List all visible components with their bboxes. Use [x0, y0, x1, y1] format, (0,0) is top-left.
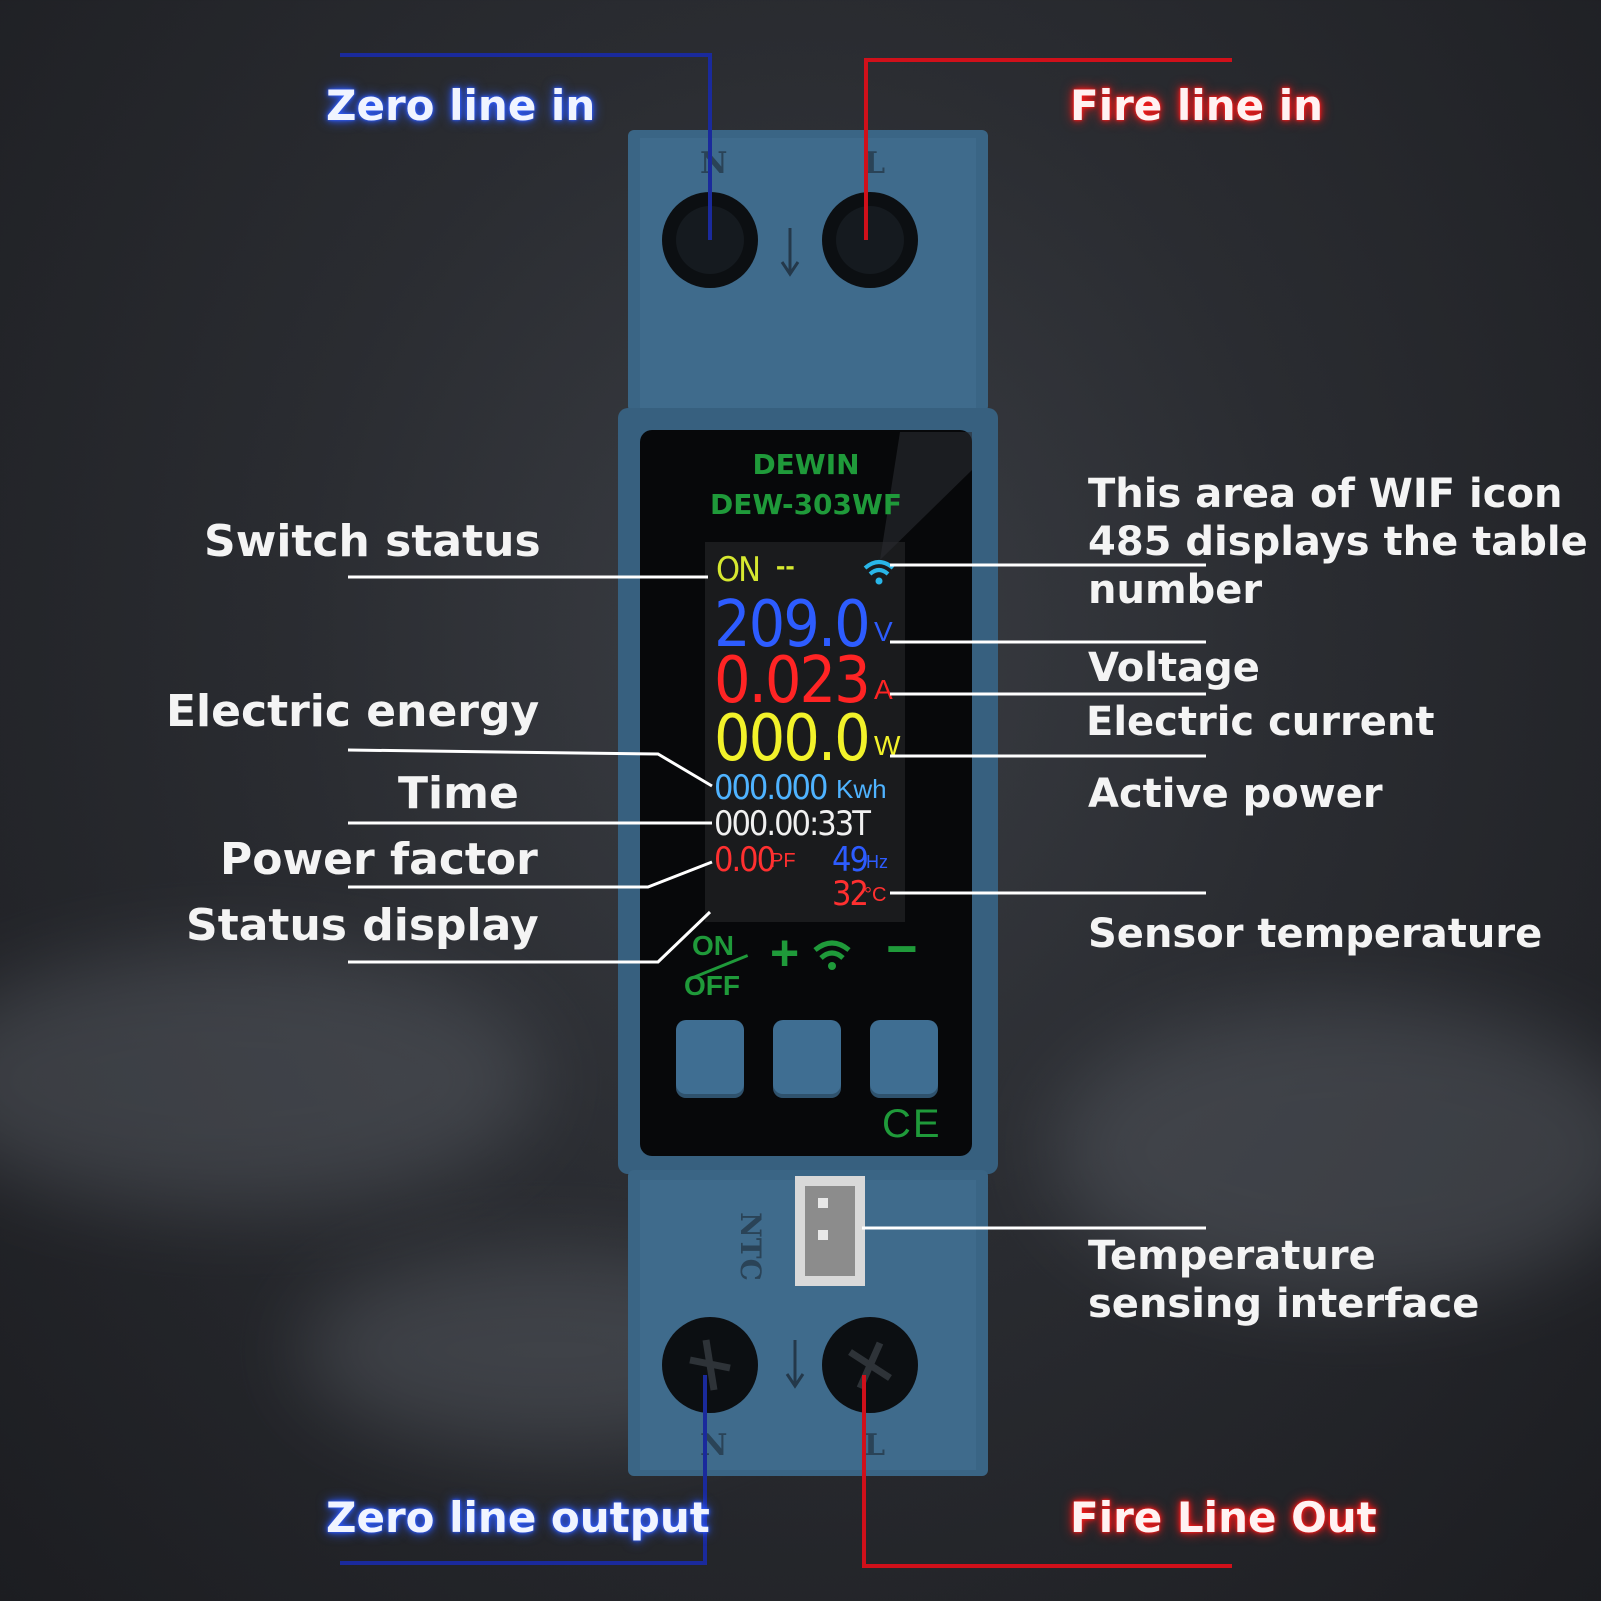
energy-value: 000.000: [714, 768, 828, 808]
model-number: DEW-303WF: [709, 488, 903, 521]
terminal-label-top-n: N: [700, 146, 728, 181]
callout-switch-status: Switch status: [204, 516, 541, 567]
current-value: 0.023: [714, 644, 871, 718]
frequency-unit: Hz: [866, 852, 888, 872]
callout-temperature-interface-line: Temperature: [1088, 1233, 1376, 1279]
callout-status-display: Status display: [186, 900, 539, 951]
power-value: 000.0: [714, 702, 871, 776]
terminal-screw-bottom-l: [822, 1317, 918, 1413]
terminal-screw-top-l: [822, 192, 918, 288]
callout-sensor-temperature: Sensor temperature: [1088, 911, 1543, 957]
callout-temperature-interface: Temperature sensing interface: [1088, 1232, 1479, 1328]
callout-electric-energy: Electric energy: [166, 686, 540, 737]
callout-wifi-area: This area of WIF icon 485 displays the t…: [1088, 470, 1588, 614]
minus-label: −: [886, 919, 918, 979]
pf-value: 0.00: [714, 840, 776, 880]
callout-power-factor: Power factor: [220, 834, 538, 885]
callout-time: Time: [398, 768, 519, 819]
ce-mark: CE: [882, 1102, 942, 1146]
brand-name: DEWIN: [752, 448, 860, 481]
temperature-value: 32: [832, 874, 869, 914]
callout-active-power: Active power: [1088, 771, 1383, 817]
background-fog: [0, 950, 540, 1210]
terminal-label-bottom-l: L: [864, 1428, 886, 1463]
plus-wifi-button[interactable]: [773, 1020, 841, 1098]
terminal-label-top-l: L: [864, 146, 886, 181]
callout-wifi-area-line: This area of WIF icon: [1088, 471, 1563, 517]
minus-button[interactable]: [870, 1020, 938, 1098]
status-dash: --: [776, 550, 795, 581]
callout-electric-current: Electric current: [1086, 699, 1435, 745]
off-label: OFF: [684, 970, 740, 1001]
voltage-unit: V: [874, 616, 893, 647]
current-unit: A: [874, 674, 893, 705]
callout-zero-line-output: Zero line output: [326, 1493, 710, 1542]
callout-voltage: Voltage: [1088, 645, 1260, 691]
frequency-value: 49: [832, 840, 869, 880]
callout-wifi-area-line: number: [1088, 567, 1263, 613]
voltage-value: 209.0: [714, 588, 871, 662]
switch-status-text: ON: [716, 550, 761, 590]
temperature-unit: °C: [864, 884, 887, 906]
plus-label: +: [770, 925, 800, 981]
background-fog: [1050, 1000, 1601, 1300]
callout-fire-line-out: Fire Line Out: [1070, 1493, 1377, 1542]
on-off-button[interactable]: [676, 1020, 744, 1098]
energy-unit: Kwh: [836, 774, 887, 804]
callout-temperature-interface-line: sensing interface: [1088, 1281, 1480, 1327]
callout-zero-line-in: Zero line in: [326, 81, 596, 130]
terminal-screw-bottom-n: [662, 1317, 758, 1413]
on-label: ON: [692, 930, 734, 961]
pf-unit: PF: [770, 850, 796, 872]
time-value: 000.00:33T: [714, 804, 871, 844]
callout-fire-line-in: Fire line in: [1070, 81, 1324, 130]
front-panel: DEWIN DEW-303WF ON -- 209.0 V 0.023 A 00…: [640, 430, 972, 1156]
wifi-button-icon: [813, 940, 851, 970]
callout-wifi-area-line: 485 displays the table: [1088, 519, 1588, 565]
